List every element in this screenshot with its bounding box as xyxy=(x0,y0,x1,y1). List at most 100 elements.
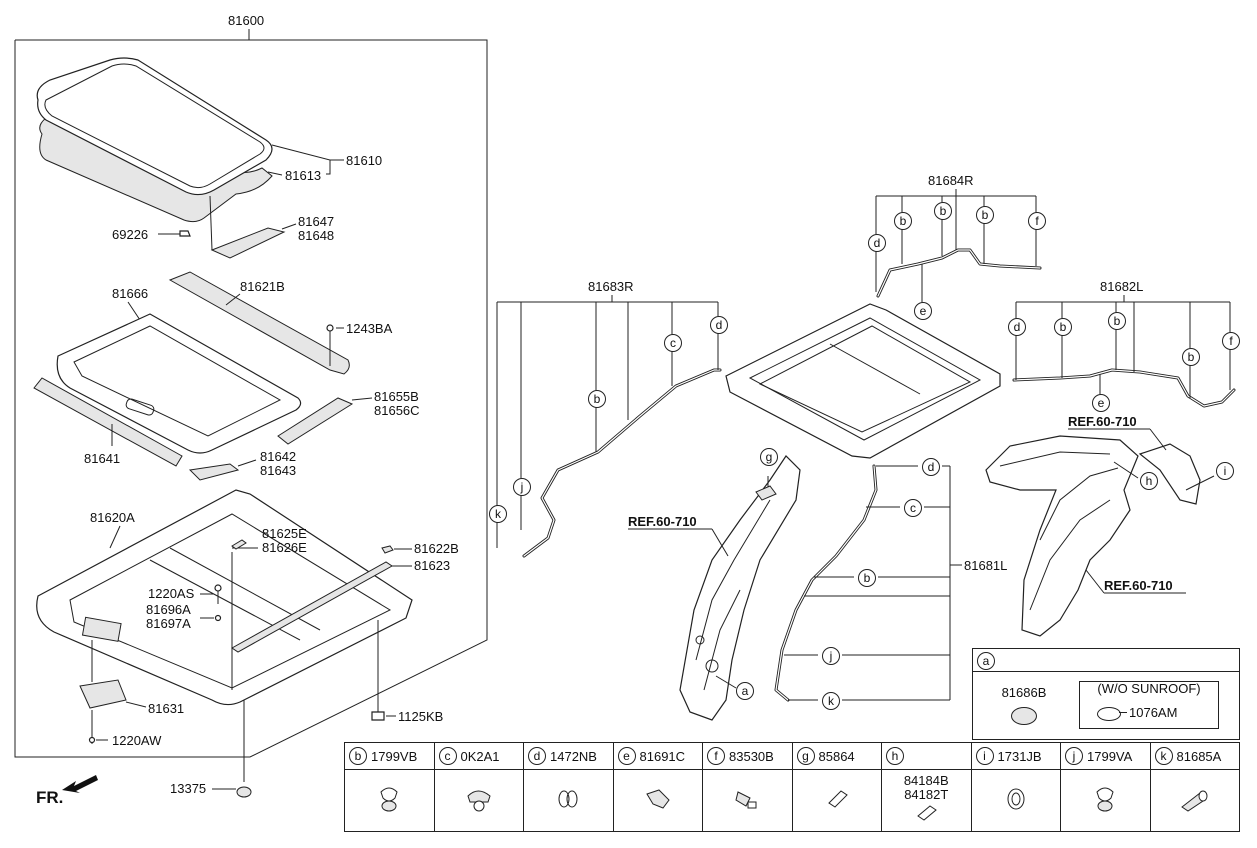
a-pillar-panel xyxy=(679,455,801,721)
part-label-81641[interactable]: 81641 xyxy=(84,451,120,466)
legend-letter-e: e xyxy=(617,747,636,765)
clamp-icon xyxy=(464,784,494,817)
plug-1076AM-icon xyxy=(1097,707,1121,721)
tape-pad-icon xyxy=(912,802,940,827)
rear-quarter-panel xyxy=(985,435,1139,637)
clip-81686B-icon xyxy=(1011,707,1037,725)
part-label-81625E[interactable]: 81625E xyxy=(262,526,307,541)
rear-bracket-part xyxy=(1138,443,1201,505)
legend-part-g[interactable]: 85864 xyxy=(818,748,855,764)
legend-part-h[interactable]: 84184B xyxy=(903,773,949,788)
hose-81681L[interactable] xyxy=(774,464,878,702)
retainer-clip-icon xyxy=(643,784,673,817)
legend-part-f[interactable]: 83530B xyxy=(729,748,774,764)
legend-a-part[interactable]: 81686B xyxy=(1001,685,1047,700)
part-label-1220AW[interactable]: 1220AW xyxy=(112,733,162,748)
hose-81684R[interactable] xyxy=(876,248,1042,298)
assembly-outline xyxy=(14,39,488,758)
part-label-81643[interactable]: 81643 xyxy=(260,463,296,478)
hose-clip-icon xyxy=(1091,784,1119,817)
cover-part xyxy=(188,463,240,481)
part-label-81610[interactable]: 81610 xyxy=(346,153,382,168)
part-label-81682L[interactable]: 81682L xyxy=(1100,279,1143,294)
legend-part-j[interactable]: 1799VA xyxy=(1087,748,1133,764)
part-label-81696A[interactable]: 81696A xyxy=(146,602,191,617)
part-label-81684R[interactable]: 81684R xyxy=(928,173,974,188)
deflector-part xyxy=(168,271,350,375)
legend-a-alt-part[interactable]: 1076AM xyxy=(1129,705,1178,720)
frame-cover-part xyxy=(56,313,302,454)
part-label-69226[interactable]: 69226 xyxy=(112,227,148,242)
weatherstrip-part xyxy=(33,377,183,467)
legend-part-b[interactable]: 1799VB xyxy=(371,748,418,764)
legend-a-note: (W/O SUNROOF) xyxy=(1097,681,1201,696)
front-arrow-icon xyxy=(62,775,98,793)
legend-a-box: a 81686B (W/O SUNROOF) 1076AM xyxy=(972,648,1240,740)
legend-part-i[interactable]: 1731JB xyxy=(997,748,1042,764)
grommet-icon xyxy=(236,786,252,798)
sunroof-glass[interactable] xyxy=(36,57,273,223)
hose-81682L[interactable] xyxy=(1012,368,1236,408)
pad-icon xyxy=(823,785,851,816)
legend-part-d[interactable]: 1472NB xyxy=(550,748,597,764)
part-label-1220AS[interactable]: 1220AS xyxy=(148,586,195,601)
legend-letter-k: k xyxy=(1154,747,1173,765)
legend-part-k[interactable]: 81685A xyxy=(1176,748,1222,764)
legend-part-c[interactable]: 0K2A1 xyxy=(460,748,500,764)
part-label-81626E[interactable]: 81626E xyxy=(262,540,307,555)
legend-letter-g: g xyxy=(796,747,815,765)
hose-81683R[interactable] xyxy=(522,368,722,558)
legend-part2-h[interactable]: 84182T xyxy=(904,787,949,802)
part-label-81681L[interactable]: 81681L xyxy=(964,558,1007,573)
ref-label-1[interactable]: REF.60-710 xyxy=(628,514,697,529)
legend-letter-j: j xyxy=(1065,747,1083,765)
part-label-81621B[interactable]: 81621B xyxy=(240,279,285,294)
bracket-part xyxy=(210,227,286,259)
part-label-81622B[interactable]: 81622B xyxy=(414,541,459,556)
part-label-81655B[interactable]: 81655B xyxy=(374,389,419,404)
part-label-81656C[interactable]: 81656C xyxy=(374,403,420,418)
part-label-81613[interactable]: 81613 xyxy=(285,168,321,183)
part-label-1125KB[interactable]: 1125KB xyxy=(398,709,443,724)
legend-part-e[interactable]: 81691C xyxy=(639,748,686,764)
part-label-81620A[interactable]: 81620A xyxy=(90,510,135,525)
part-label-81666[interactable]: 81666 xyxy=(112,286,148,301)
legend-letter-h: h xyxy=(886,747,904,765)
part-label-81642[interactable]: 81642 xyxy=(260,449,296,464)
spring-clip-icon xyxy=(554,785,582,816)
legend-letter-f: f xyxy=(707,747,725,765)
ref-label-3[interactable]: REF.60-710 xyxy=(1104,578,1173,593)
part-label-81683R[interactable]: 81683R xyxy=(588,279,634,294)
part-label-1243BA[interactable]: 1243BA xyxy=(346,321,393,336)
motor-part xyxy=(79,679,127,709)
sunroof-frame-part xyxy=(36,489,413,706)
part-label-81600[interactable]: 81600 xyxy=(228,13,264,28)
roof-frame-group xyxy=(725,303,1001,459)
screw-icon xyxy=(179,230,191,237)
front-direction-label: FR. xyxy=(36,788,63,807)
legend-a-letter: a xyxy=(977,652,995,670)
ref-label-2[interactable]: REF.60-710 xyxy=(1068,414,1137,429)
legend-letter-c: c xyxy=(438,747,457,765)
sunroof-assembly-group: 81600 81613 81610 69226 81647 81648 8162… xyxy=(14,13,488,758)
hose-clip-icon xyxy=(375,784,403,817)
part-label-81631[interactable]: 81631 xyxy=(148,701,184,716)
legend-letter-i: i xyxy=(975,747,994,765)
part-label-81647[interactable]: 81647 xyxy=(298,214,334,229)
part-label-81623[interactable]: 81623 xyxy=(414,558,450,573)
part-label-81697A[interactable]: 81697A xyxy=(146,616,191,631)
part-label-13375[interactable]: 13375 xyxy=(170,781,206,796)
hose-end-icon xyxy=(1178,785,1212,816)
grommet-plug-icon xyxy=(732,784,762,817)
part-label-81648[interactable]: 81648 xyxy=(298,228,334,243)
